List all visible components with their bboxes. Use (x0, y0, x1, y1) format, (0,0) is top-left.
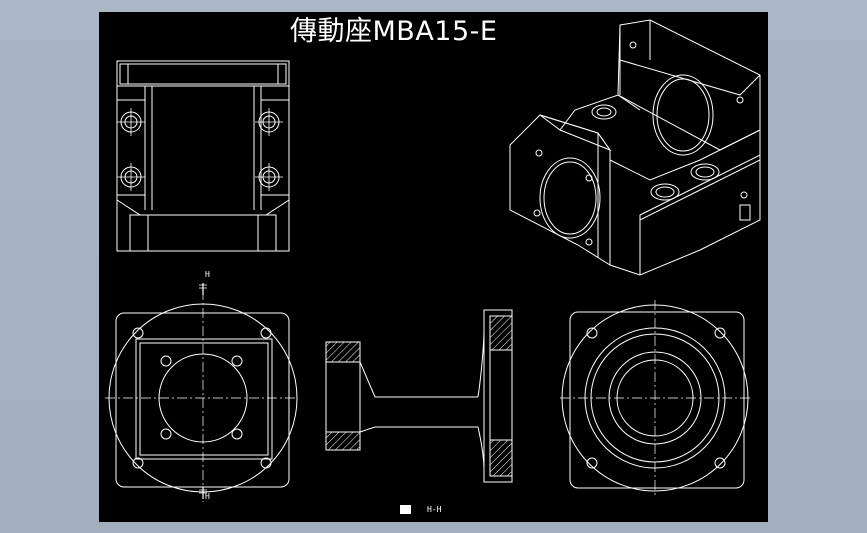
front-view-holes (132, 327, 272, 469)
isometric-view (509, 19, 761, 276)
section-stamp-icon (400, 505, 411, 514)
section-mark-bottom: H (205, 492, 210, 501)
section-view (325, 309, 513, 483)
top-view (116, 60, 290, 252)
drawing-title: 傳動座MBA15-E (290, 16, 498, 47)
top-view-bolt-holes (117, 108, 283, 191)
front-view (105, 283, 298, 502)
section-caption: H-H (427, 505, 442, 514)
rear-view (560, 300, 750, 496)
section-mark-top: H (205, 270, 210, 279)
rear-view-holes (586, 327, 726, 469)
